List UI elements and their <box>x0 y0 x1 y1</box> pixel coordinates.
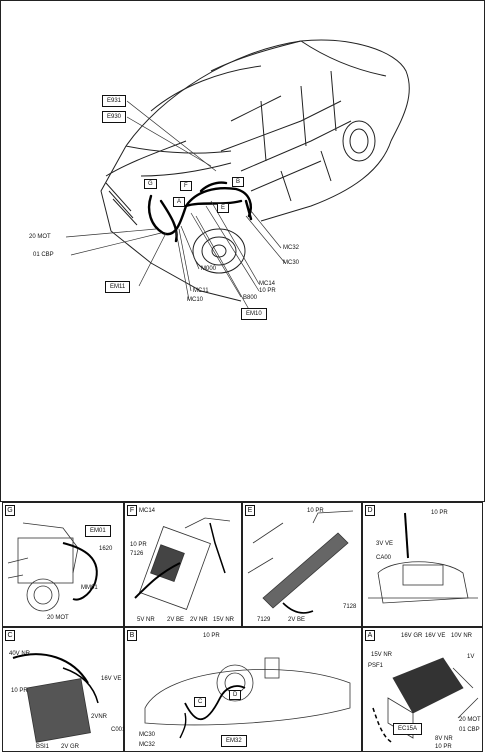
panel-b-em32: EM32 <box>221 735 247 747</box>
panel-b-callout-c[interactable]: C <box>194 697 207 707</box>
label-mc11: MC11 <box>193 288 209 294</box>
panel-e-7128: 7128 <box>343 604 357 610</box>
panel-e-2v-be: 2V BE <box>288 617 306 623</box>
panel-d-id: D <box>365 505 375 516</box>
panel-e-10-pr: 10 PR <box>307 508 324 514</box>
label-e930: E930 <box>102 111 127 123</box>
panel-c-16v-ve: 16V VE <box>101 676 122 682</box>
panel-e-7129: 7129 <box>257 617 271 623</box>
detail-panel-c: C 40V NR 10 PR 16V VE 2VNR C001 BSI1 2V … <box>2 627 126 752</box>
panel-c-bsi1: BSI1 <box>36 744 50 750</box>
panel-c-40v-nr: 40V NR <box>9 651 31 657</box>
panel-g-id: G <box>5 505 15 516</box>
detail-panel-f: F MC14 10 PR 7126 5V NR 2V BE 2V NR 15V … <box>124 502 242 627</box>
panel-b-mc30: MC30 <box>139 732 156 738</box>
panel-f-relay-drawing <box>134 517 231 610</box>
panel-f-2v-nr: 2V NR <box>190 617 208 623</box>
panel-d-10-pr: 10 PR <box>431 510 448 516</box>
panel-d-3v-ve: 3V VE <box>376 541 394 547</box>
panel-f-7126: 7126 <box>130 551 144 557</box>
callout-a[interactable]: A <box>173 197 186 207</box>
panel-b-10-pr: 10 PR <box>203 633 220 639</box>
panel-g-1620: 1620 <box>99 546 113 552</box>
panel-g-engine-drawing <box>7 522 98 612</box>
panel-g-mm01: MM01 <box>81 585 98 591</box>
label-mc30: MC30 <box>283 260 300 266</box>
label-10-pr: 10 PR <box>259 288 276 294</box>
label-01-cbp: 01 CBP <box>33 252 54 258</box>
panel-d-connector-drawing <box>368 512 478 604</box>
callout-g[interactable]: G <box>144 179 157 189</box>
panel-a-20-mot: 20 MOT <box>459 717 481 723</box>
panel-a-ec15a: EC15A <box>393 723 423 735</box>
label-b800: B800 <box>243 295 258 301</box>
panel-b-mc32: MC32 <box>139 742 156 748</box>
panel-a-psf1: PSF1 <box>368 663 384 669</box>
panel-d-ca00: CA00 <box>376 555 392 561</box>
label-mc32: MC32 <box>283 245 300 251</box>
panel-g-em01: EM01 <box>85 525 111 537</box>
panel-f-5v-nr: 5V NR <box>137 617 155 623</box>
label-m000: M000 <box>201 266 217 272</box>
label-20-mot: 20 MOT <box>29 234 51 240</box>
vehicle-body-outline <box>100 39 410 302</box>
label-e931: E931 <box>102 95 127 107</box>
harness-wiring <box>147 181 253 243</box>
panel-a-01-cbp: 01 CBP <box>459 727 480 733</box>
detail-panel-a: A 16V GR 16V VE 10V NR 15V NR PSF1 1V 20… <box>362 627 483 752</box>
panel-f-id: F <box>127 505 137 516</box>
panel-c-2vnr: 2VNR <box>91 714 108 720</box>
label-em11: EM11 <box>105 281 131 293</box>
detail-panel-b: B 10 PR MC30 MC32 EM32 C D <box>124 627 362 752</box>
panel-e-harness-drawing <box>247 510 354 614</box>
detail-panel-g: G EM01 1620 MM01 20 MOT <box>2 502 124 627</box>
panel-a-battery-drawing <box>372 657 479 744</box>
panel-c-10-pr: 10 PR <box>11 688 28 694</box>
label-mc10: MC10 <box>187 297 204 303</box>
label-em10: EM10 <box>241 308 267 320</box>
main-diagram: E931 E930 20 MOT 01 CBP EM11 M000 MC11 M… <box>0 0 485 502</box>
panel-f-15v-nr: 15V NR <box>213 617 235 623</box>
panel-b-dashboard-drawing <box>144 657 351 739</box>
panel-a-16v-ve: 16V VE <box>425 633 446 639</box>
panel-f-mc14: MC14 <box>139 508 156 514</box>
panel-c-id: C <box>5 630 15 641</box>
panel-a-15v-nr: 15V NR <box>371 652 393 658</box>
callout-f[interactable]: F <box>180 181 192 191</box>
panel-a-id: A <box>365 630 375 641</box>
panel-a-10-pr: 10 PR <box>435 744 452 750</box>
panel-g-20-mot: 20 MOT <box>47 615 69 621</box>
panel-f-10-pr: 10 PR <box>130 542 147 548</box>
callout-e[interactable]: E <box>217 203 230 213</box>
panel-b-id: B <box>127 630 137 641</box>
callout-b[interactable]: B <box>232 177 245 187</box>
leader-lines <box>65 100 286 314</box>
panel-a-1v: 1V <box>467 654 475 660</box>
panel-a-8v-nr: 8V NR <box>435 736 453 742</box>
detail-panel-d: D 10 PR 3V VE CA00 <box>362 502 483 627</box>
detail-panel-e: E 10 PR 7129 2V BE 7128 <box>242 502 362 627</box>
panel-c-bsi-drawing <box>12 653 99 743</box>
panel-a-16v-gr: 16V GR <box>401 633 423 639</box>
panel-e-id: E <box>245 505 255 516</box>
label-mc14: MC14 <box>259 281 276 287</box>
panel-f-2v-be: 2V BE <box>167 617 185 623</box>
panel-c-c001: C001 <box>111 727 126 733</box>
panel-a-10v-nr: 10V NR <box>451 633 473 639</box>
panel-c-2v-gr: 2V GR <box>61 744 80 750</box>
panel-b-callout-d[interactable]: D <box>229 690 242 700</box>
